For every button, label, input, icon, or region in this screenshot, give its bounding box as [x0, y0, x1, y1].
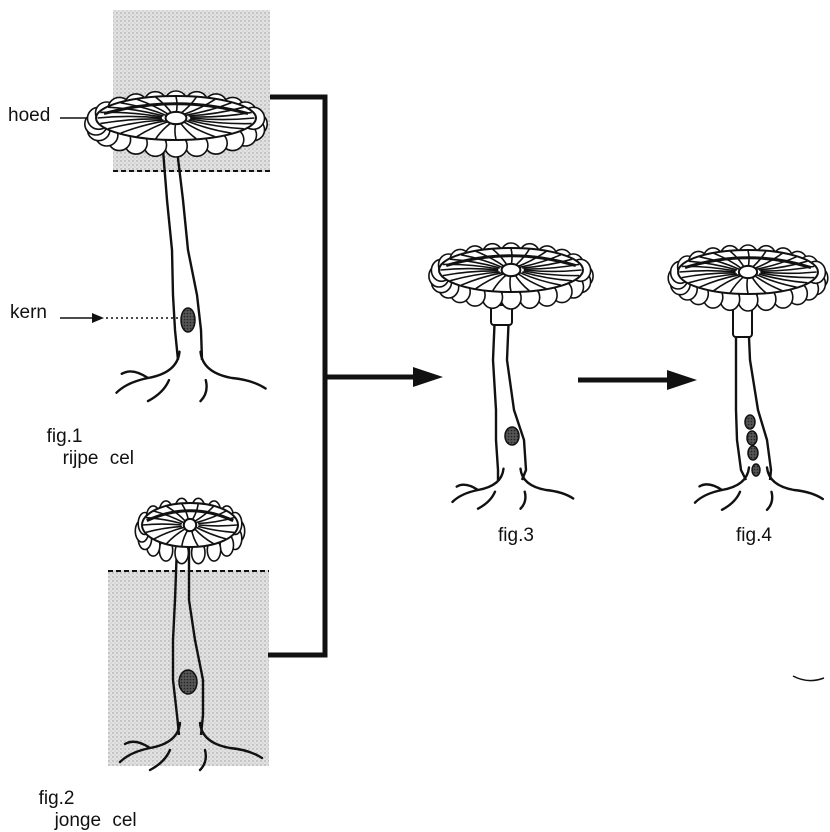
hat	[85, 91, 267, 157]
stalk-left	[493, 312, 498, 480]
rhizoid	[453, 469, 574, 509]
nucleus	[179, 670, 197, 694]
rhizoid	[117, 352, 266, 401]
fig2-caption: fig.2 jonge cel	[16, 766, 137, 832]
stalk-left	[736, 315, 746, 480]
fig4-number: fig.4	[736, 525, 772, 547]
fig1-mature-cell	[85, 91, 267, 401]
arrow-to-fig3	[413, 367, 443, 387]
stalk-left	[163, 150, 178, 360]
fig2-caption-text: jonge cel	[55, 810, 137, 831]
nucleus	[748, 446, 758, 460]
acetabularia-graft-diagram	[0, 0, 830, 796]
fig2-number: fig.2	[39, 788, 75, 809]
label-hat: hoed	[8, 105, 50, 127]
fig1-caption: fig.1 rijpe cel	[24, 404, 134, 470]
arrow-fig3-to-fig4	[667, 370, 697, 390]
hat	[429, 243, 593, 309]
fig3-number: fig.3	[498, 525, 534, 547]
fig3-grafted-cell	[429, 243, 593, 509]
fig1-caption-text: rijpe cel	[63, 448, 134, 469]
nucleus	[747, 431, 757, 445]
nucleus	[181, 308, 195, 332]
nucleus	[505, 427, 519, 445]
fig4-grafted-cell-later	[668, 245, 828, 510]
stalk-right	[507, 312, 526, 480]
combine-bracket	[268, 97, 418, 655]
edge-mark	[793, 676, 824, 681]
nucleus-pointer	[60, 313, 180, 323]
nucleus	[752, 464, 760, 476]
nucleus	[745, 415, 755, 429]
hat	[668, 245, 828, 311]
fig1-number: fig.1	[47, 426, 83, 447]
label-nucleus: kern	[10, 302, 47, 324]
